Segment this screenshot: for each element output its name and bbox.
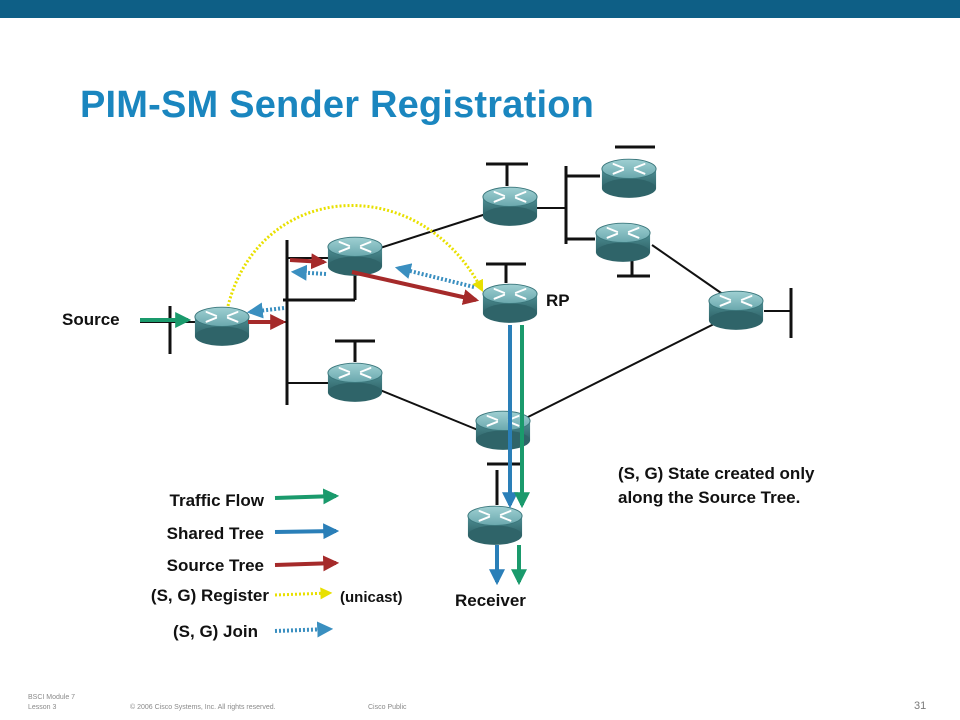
footer-lesson: Lesson 3 (28, 704, 57, 711)
rp-to-receiver-arrows (489, 325, 530, 586)
receiver-router-icon (466, 505, 524, 546)
rp-router-icon (481, 283, 539, 324)
legend-swatch-shared (274, 523, 340, 540)
footer-copyright: © 2006 Cisco Systems, Inc. All rights re… (130, 704, 276, 711)
legend-swatch-register (274, 587, 333, 600)
sg-register-arc (226, 203, 484, 307)
router-icon (707, 290, 765, 331)
legend-swatches (274, 488, 340, 638)
network-segments (168, 145, 793, 505)
router-icon (481, 186, 539, 227)
legend-label-shared: Shared Tree (166, 524, 264, 543)
legend-swatch-traffic (274, 488, 340, 505)
router-icon (594, 222, 652, 263)
router-icon (326, 236, 384, 277)
legend-swatch-source (274, 555, 340, 572)
legend-label-register: (S, G) Register (150, 586, 269, 605)
state-note: (S, G) State created only along the Sour… (618, 462, 815, 510)
footer-module: BSCI Module 7 (28, 694, 76, 701)
rp-label: RP (546, 291, 570, 310)
slide-title: PIM-SM Sender Registration (80, 84, 595, 126)
router-icon (600, 158, 658, 199)
source-router-icon (193, 306, 251, 347)
legend-unicast-note: (unicast) (340, 589, 403, 606)
source-label: Source (62, 310, 120, 329)
footer-classification: Cisco Public (368, 704, 407, 711)
legend-swatch-join (274, 621, 334, 638)
source-tree-arrows (248, 253, 480, 330)
sg-join-arrows (246, 263, 475, 319)
top-banner (0, 0, 960, 18)
router-icon (326, 362, 384, 403)
receiver-label: Receiver (455, 591, 526, 610)
legend-label-join: (S, G) Join (173, 622, 258, 641)
state-note-line2: along the Source Tree. (618, 488, 801, 507)
page-number: 31 (914, 700, 927, 712)
legend-label-source: Source Tree (166, 556, 264, 575)
legend-label-traffic: Traffic Flow (169, 491, 264, 510)
state-note-line1: (S, G) State created only (618, 464, 815, 483)
